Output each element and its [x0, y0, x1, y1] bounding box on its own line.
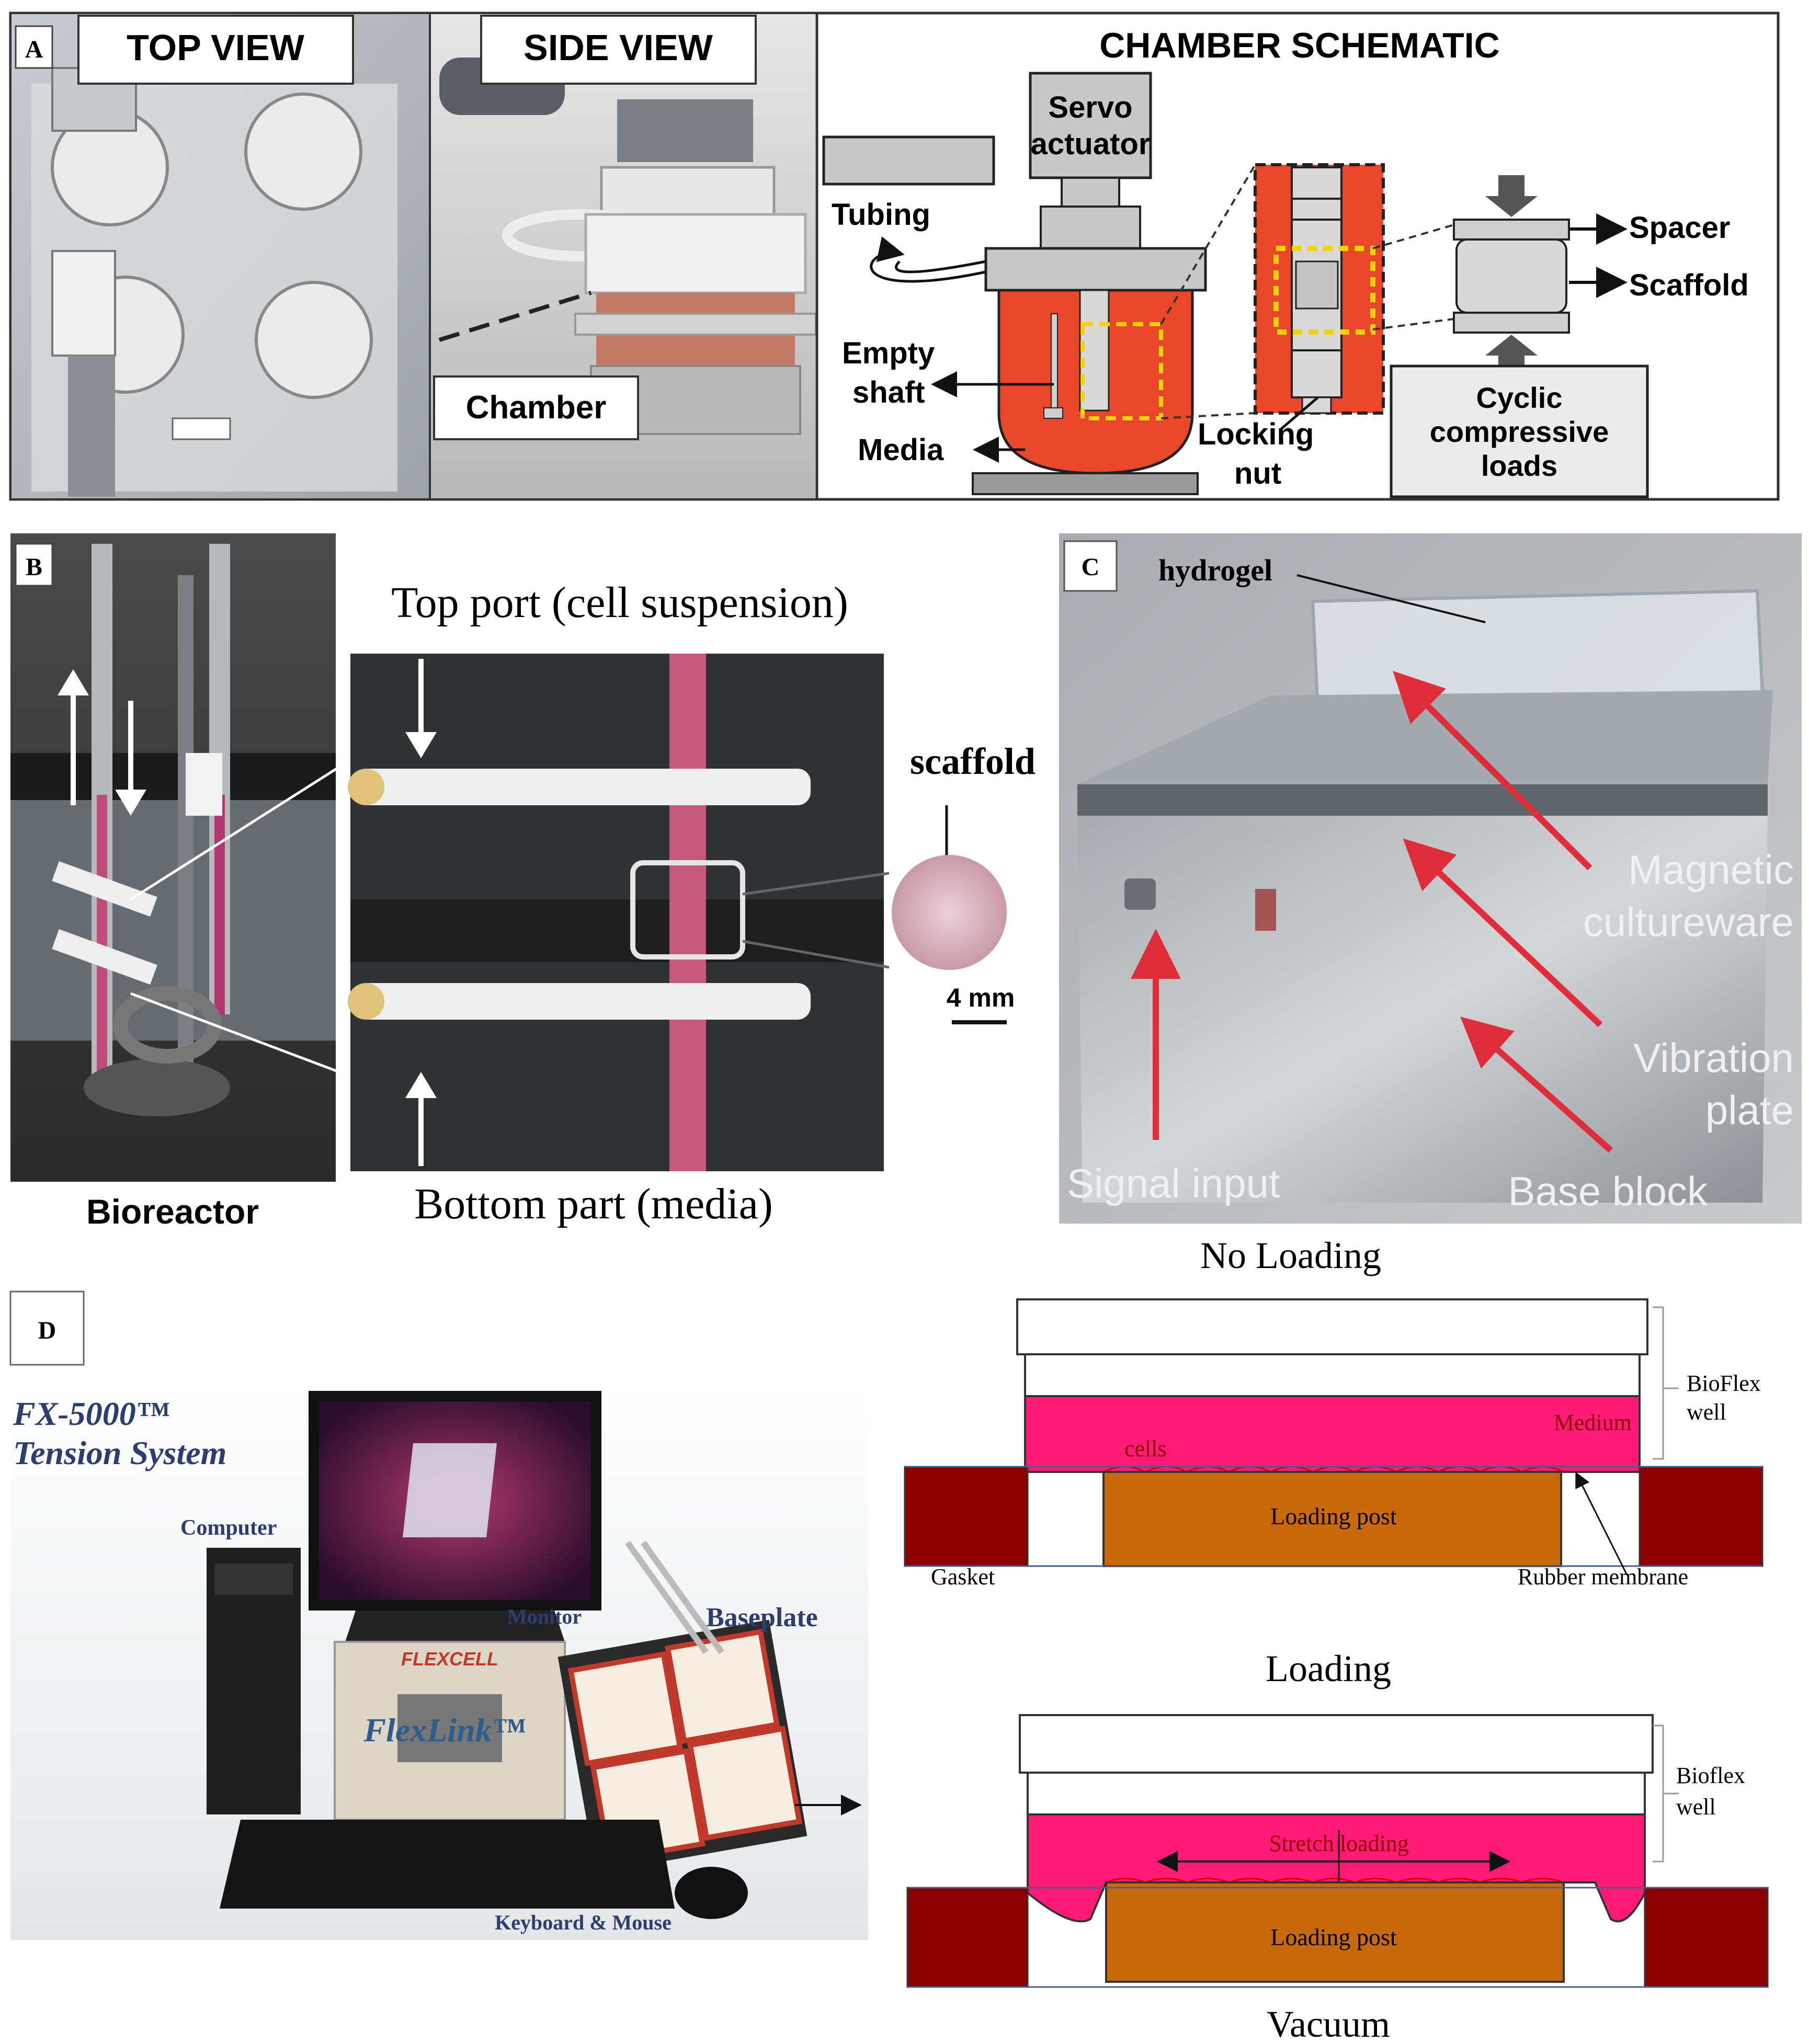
gasket-left-1: [904, 1466, 1029, 1567]
cyclic-label-2: compressive: [1430, 415, 1609, 448]
panel-c: C hydrogel Magnetic cultureware Vibratio…: [1059, 533, 1802, 1224]
cells-label: cells: [1124, 1436, 1167, 1461]
top-view-photo: [12, 14, 430, 498]
bioreactor-photo: [10, 533, 336, 1182]
gasket-right-2: [1644, 1887, 1769, 1988]
servo-label-2: actuator: [1031, 127, 1151, 161]
scaffold-disc: [892, 855, 1007, 970]
loading-post-1: [1102, 1471, 1562, 1567]
rubber-membrane-label: Rubber membrane: [1518, 1564, 1688, 1590]
system-title-1: FX-5000™: [13, 1395, 169, 1432]
panel-d: D FX-5000™ Tens: [9, 1235, 1769, 2044]
locking-nut-label-1: Locking: [1198, 417, 1314, 451]
scaffold-b-label: scaffold: [910, 740, 1036, 782]
spacer-label: Spacer: [1629, 211, 1730, 245]
hydrogel-label: hydrogel: [1158, 553, 1272, 587]
panel-b: B Bioreactor Top port (cell suspension) …: [10, 533, 1036, 1231]
medium-label: Medium: [1554, 1410, 1632, 1435]
keyboard-mouse-label: Keyboard & Mouse: [495, 1911, 672, 1934]
gasket-left-2: [906, 1887, 1029, 1988]
signal-input-label: Signal input: [1067, 1160, 1280, 1206]
bioreactor-label: Bioreactor: [86, 1192, 259, 1231]
panel-letter-a: A: [25, 36, 43, 63]
schematic-title: CHAMBER SCHEMATIC: [1099, 26, 1500, 65]
top-port-label: Top port (cell suspension): [391, 578, 848, 627]
bioflex-well2-label-2: well: [1676, 1794, 1716, 1820]
panel-letter-b: B: [26, 553, 42, 581]
chamber-label: Chamber: [466, 390, 607, 426]
monitor-label: Monitor: [507, 1605, 582, 1628]
magnetic-label-1: Magnetic: [1629, 847, 1794, 893]
tension-system-photo: [10, 1380, 868, 1940]
servo-actuator-box: [1029, 72, 1152, 179]
tubing-label: Tubing: [832, 198, 930, 232]
side-view-label: SIDE VIEW: [524, 27, 713, 68]
panel-letter-c: C: [1082, 553, 1100, 581]
media-label: Media: [858, 433, 944, 467]
vacuum-label: Vacuum: [1267, 2003, 1390, 2044]
loading-post-label-2: Loading post: [1270, 1924, 1397, 1950]
loading-diagram: Loading Stretch loading Loading post Bio…: [906, 1648, 1769, 2044]
no-loading-diagram: No Loading Medium cells Loading post Bio…: [904, 1235, 1764, 1590]
servo-label-1: Servo: [1048, 90, 1132, 124]
scaffold-label: Scaffold: [1629, 268, 1749, 302]
locking-nut-label-2: nut: [1234, 456, 1281, 490]
no-loading-label: No Loading: [1200, 1235, 1381, 1276]
medium-layer: [1024, 1395, 1641, 1473]
cyclic-label-1: Cyclic: [1476, 381, 1563, 414]
side-view-photo: [431, 14, 817, 498]
loading-label: Loading: [1266, 1648, 1391, 1689]
panel-a: A TOP VIEW SIDE VIEW Chamber CHAMBER SCH…: [9, 12, 1780, 501]
panel-letter-d: D: [38, 1317, 56, 1344]
empty-shaft-label-2: shaft: [852, 375, 925, 409]
flexcell-brand: FLEXCELL: [401, 1648, 498, 1670]
empty-shaft-label-1: Empty: [842, 336, 935, 370]
vibration-label-1: Vibration: [1634, 1035, 1794, 1081]
vibration-label-2: plate: [1705, 1087, 1794, 1133]
stretch-loading-label: Stretch loading: [1269, 1831, 1409, 1856]
bottom-part-label: Bottom part (media): [414, 1180, 773, 1228]
baseplate-label: Baseplate: [706, 1603, 818, 1632]
system-title-2: Tension System: [13, 1434, 226, 1471]
top-view-label: TOP VIEW: [127, 27, 304, 68]
gasket-label: Gasket: [931, 1564, 995, 1590]
magnetic-label-2: cultureware: [1583, 899, 1794, 945]
flexlink-label: FlexLink™: [363, 1711, 525, 1749]
scale-label: 4 mm: [947, 983, 1015, 1012]
bioflex-well2-label-1: Bioflex: [1676, 1763, 1745, 1788]
cyclic-label-3: loads: [1481, 449, 1557, 482]
chamber-schematic: CHAMBER SCHEMATIC Servo actuator Tubing …: [822, 26, 1749, 498]
ports-photo: [348, 654, 884, 1171]
gasket-right-1: [1639, 1466, 1764, 1567]
bioflex-well-label-1: BioFlex: [1687, 1371, 1761, 1396]
bioflex-well-label-2: well: [1687, 1399, 1726, 1425]
loading-post-label-1: Loading post: [1270, 1503, 1397, 1529]
loading-post-2: [1105, 1881, 1565, 1983]
base-block-label: Base block: [1508, 1168, 1708, 1214]
computer-label: Computer: [180, 1516, 277, 1540]
